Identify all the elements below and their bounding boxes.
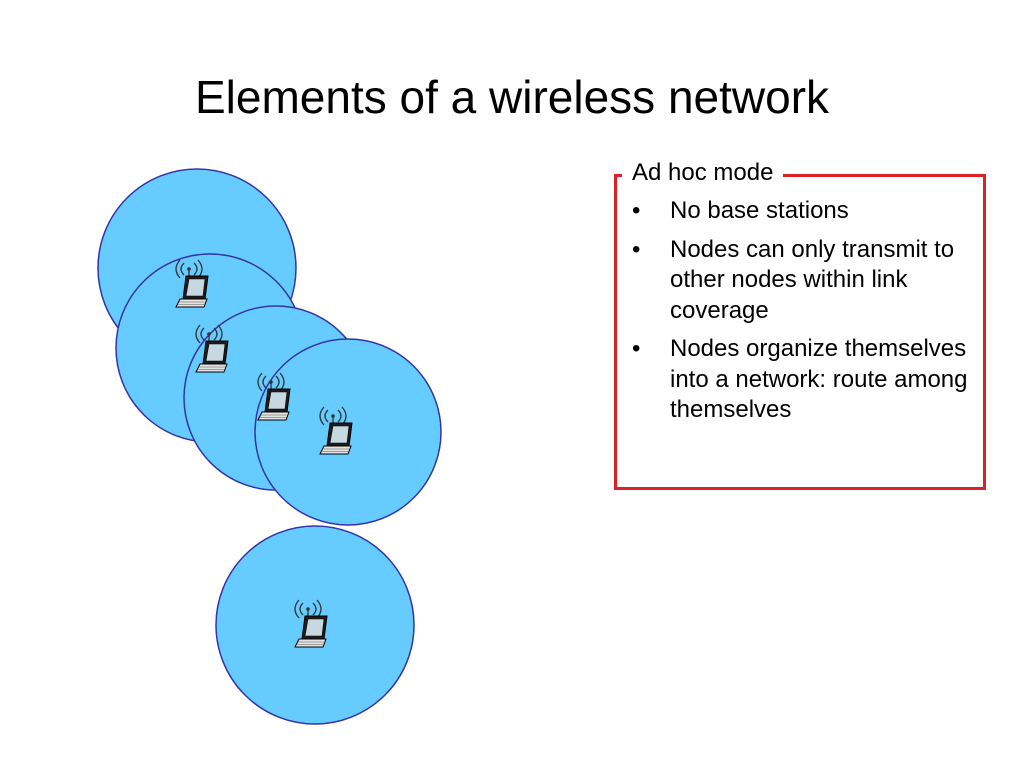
bullet-text: Nodes can only transmit to other nodes w… bbox=[670, 235, 955, 324]
bullet-text: No base stations bbox=[670, 197, 849, 224]
bullet-marker: • bbox=[632, 197, 641, 224]
list-item: • Nodes can only transmit to other nodes… bbox=[630, 235, 975, 327]
bullet-text: Nodes organize themselves into a network… bbox=[670, 335, 968, 423]
slide-title: Elements of a wireless network bbox=[194, 71, 830, 123]
bullet-marker: • bbox=[632, 235, 641, 263]
list-item: • No base stations bbox=[630, 196, 975, 227]
bullet-list: • No base stations • Nodes can only tran… bbox=[630, 196, 975, 434]
box-heading: Ad hoc mode bbox=[622, 158, 784, 188]
list-item: • Nodes organize themselves into a netwo… bbox=[630, 334, 975, 426]
bullet-marker: • bbox=[632, 335, 641, 362]
ad-hoc-info-box bbox=[614, 174, 986, 490]
